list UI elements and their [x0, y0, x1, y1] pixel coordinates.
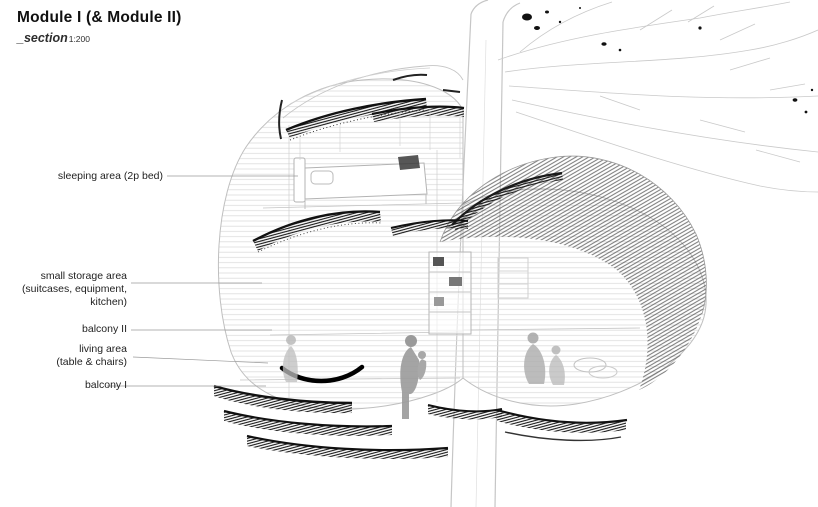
annotation-text: living area	[79, 343, 127, 355]
annotation-text: kitchen)	[90, 296, 127, 308]
drawing-header: Module I (& Module II) _section1:200	[17, 9, 182, 47]
annotation-balcony-ii: balcony II	[17, 323, 127, 336]
annotation-text: balcony I	[84, 379, 127, 391]
page-title: Module I (& Module II)	[17, 9, 182, 26]
annotation-balcony-i: balcony I	[17, 379, 127, 392]
annotation-storage-area: small storage area (suitcases, equipment…	[0, 270, 127, 309]
human-figures	[282, 332, 618, 419]
tree-branches	[497, 1, 818, 193]
annotation-text: sleeping area (2p bed)	[57, 170, 163, 182]
annotation-text: balcony II	[82, 323, 127, 335]
annotation-text: (table & chairs)	[56, 356, 127, 368]
section-label: _section	[17, 31, 68, 45]
annotation-text: (suitcases, equipment,	[21, 283, 127, 295]
scale-label: 1:200	[68, 34, 90, 44]
annotation-sleeping-area: sleeping area (2p bed)	[0, 170, 163, 183]
annotation-living-area: living area (table & chairs)	[0, 343, 127, 369]
sleeping-bed	[293, 155, 428, 209]
balcony-deck-bands	[213, 384, 628, 459]
leader-lines	[107, 175, 298, 387]
storage-shelves	[428, 251, 529, 335]
annotation-text: small storage area	[40, 270, 127, 282]
leaf-clusters	[522, 7, 814, 114]
subtitle: _section1:200	[17, 29, 182, 47]
thatch-roof-bands	[252, 73, 707, 390]
